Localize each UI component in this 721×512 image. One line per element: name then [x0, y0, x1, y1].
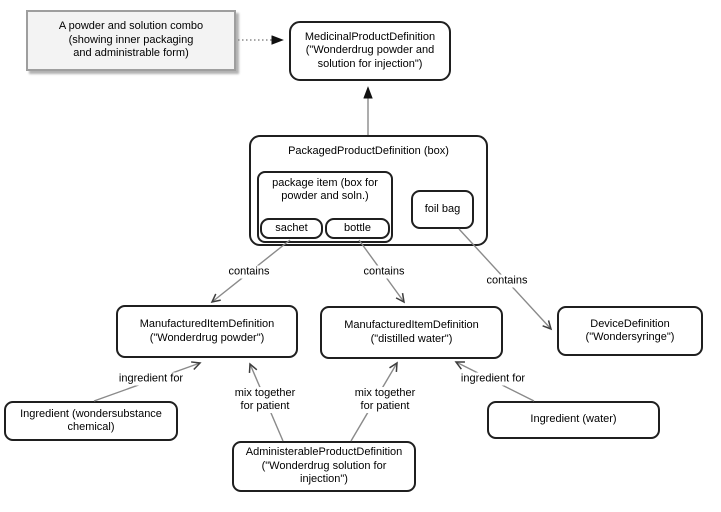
edge-label-mix-together-1: mix together for patient: [232, 387, 298, 413]
ingredient-water-label: Ingredient (water): [530, 413, 617, 426]
edge-label-contains-3: contains: [484, 274, 530, 288]
foil-bag-node[interactable]: foil bag: [411, 190, 474, 229]
medicinal-product-definition-node[interactable]: MedicinalProductDefinition ("Wonderdrug …: [289, 21, 451, 81]
manufactured-item-powder-node[interactable]: ManufacturedItemDefinition ("Wonderdrug …: [116, 305, 298, 358]
manufactured-item-water-label: ManufacturedItemDefinition ("distilled w…: [344, 319, 479, 345]
edge-label-ingredient-for-2: ingredient for: [458, 372, 528, 386]
note-box[interactable]: A powder and solution combo (showing inn…: [26, 10, 236, 71]
manufactured-item-water-node[interactable]: ManufacturedItemDefinition ("distilled w…: [320, 306, 503, 359]
ingredient-water-node[interactable]: Ingredient (water): [487, 401, 660, 439]
ingredient-wondersubstance-node[interactable]: Ingredient (wondersubstance chemical): [4, 401, 178, 441]
bottle-node[interactable]: bottle: [325, 218, 390, 239]
manufactured-item-powder-label: ManufacturedItemDefinition ("Wonderdrug …: [139, 318, 275, 344]
administerable-product-definition-node[interactable]: AdministerableProductDefinition ("Wonder…: [232, 441, 416, 492]
edge-label-ingredient-for-1: ingredient for: [116, 372, 186, 386]
package-item-label: package item (box for powder and soln.): [272, 177, 378, 203]
edge-label-contains-2: contains: [361, 265, 407, 279]
edge-label-mix-together-2: mix together for patient: [352, 387, 418, 413]
bottle-label: bottle: [344, 221, 371, 234]
packaged-product-definition-label: PackagedProductDefinition (box): [288, 145, 449, 157]
device-definition-label: DeviceDefinition ("Wondersyringe"): [585, 317, 675, 343]
medicinal-product-definition-label: MedicinalProductDefinition ("Wonderdrug …: [304, 30, 436, 70]
device-definition-node[interactable]: DeviceDefinition ("Wondersyringe"): [557, 306, 703, 356]
sachet-node[interactable]: sachet: [260, 218, 323, 239]
sachet-label: sachet: [275, 221, 308, 234]
edge-label-contains-1: contains: [226, 265, 272, 279]
ingredient-wondersubstance-label: Ingredient (wondersubstance chemical): [20, 407, 162, 433]
foil-bag-label: foil bag: [424, 202, 461, 215]
administerable-product-definition-label: AdministerableProductDefinition ("Wonder…: [245, 446, 403, 486]
note-text: A powder and solution combo (showing inn…: [58, 20, 204, 60]
